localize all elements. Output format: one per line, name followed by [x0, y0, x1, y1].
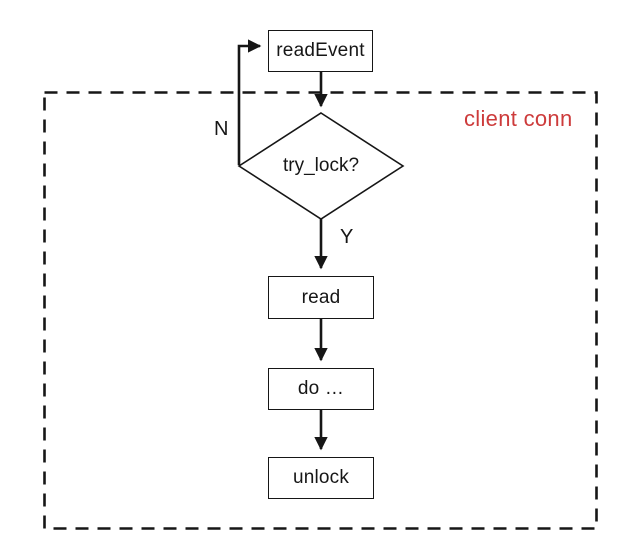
node-trylock-label: try_lock? — [282, 155, 360, 176]
node-readevent: readEvent — [268, 30, 373, 72]
node-do: do … — [268, 368, 374, 410]
node-readevent-label: readEvent — [276, 40, 365, 61]
node-do-label: do … — [297, 378, 345, 399]
node-unlock: unlock — [268, 457, 374, 499]
region-title-client-conn: client conn — [464, 106, 573, 131]
branch-label-yes: Y — [340, 226, 354, 248]
node-read: read — [268, 276, 374, 319]
arrow-trylock-no-loop-to-readevent — [237, 39, 262, 165]
node-read-label: read — [301, 286, 341, 308]
node-unlock-label: unlock — [292, 467, 350, 488]
branch-label-no: N — [214, 118, 229, 140]
